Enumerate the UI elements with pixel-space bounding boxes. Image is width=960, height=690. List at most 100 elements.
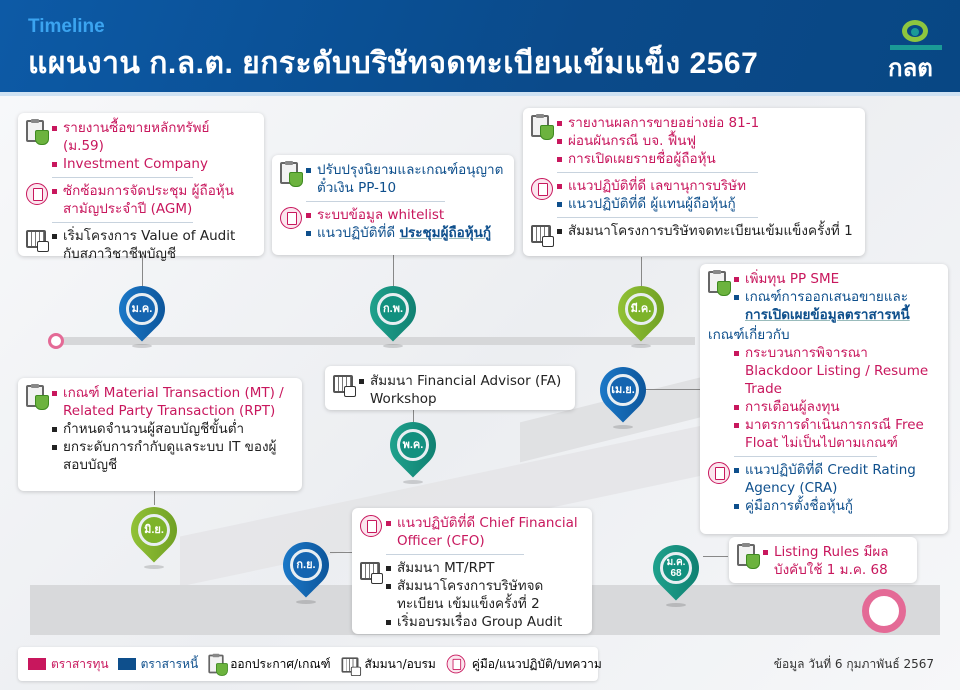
- item: แนวปฏิบัติที่ดี ผู้แทนผู้ถือหุ้นกู้: [557, 195, 855, 213]
- legend-label: ออกประกาศ/เกณฑ์: [230, 656, 331, 671]
- divider: [52, 222, 194, 223]
- item: กำหนดจำนวนผู้สอบบัญชีขั้นต่ำ: [52, 420, 292, 438]
- source-note: ข้อมูล วันที่ 6 กุมภาพันธ์ 2567: [773, 657, 934, 671]
- sec-logo: กลต: [886, 18, 946, 82]
- item: แนวปฏิบัติที่ดี ประชุมผู้ถือหุ้นกู้: [306, 224, 504, 242]
- pin-label: ม.ค.: [126, 293, 158, 325]
- divider: [306, 201, 445, 202]
- card-sep: แนวปฏิบัติที่ดี Chief Financial Officer …: [352, 508, 592, 634]
- clipboard-icon: [708, 270, 731, 296]
- logo-text: กลต: [888, 55, 933, 82]
- calendar-icon: [531, 225, 554, 247]
- card-may: สัมมนา Financial Advisor (FA) Workshop: [325, 366, 575, 410]
- connector-jun: [154, 491, 155, 505]
- item: คู่มือการตั้งชื่อหุ้นกู้: [734, 497, 938, 515]
- item: ผ่อนผันกรณี บจ. ฟื้นฟู: [557, 132, 855, 150]
- item: การเปิดเผยรายชื่อผู้ถือหุ้น: [557, 150, 855, 168]
- swatch-pink: [28, 658, 46, 670]
- card-mar: รายงานผลการขายอย่างย่อ 81-1 ผ่อนผันกรณี …: [523, 108, 865, 256]
- page-title: แผนงาน ก.ล.ต. ยกระดับบริษัทจดทะเบียนเข้ม…: [28, 47, 759, 80]
- pin-shadow: [666, 603, 686, 607]
- pin-sep[interactable]: ก.ย.: [273, 532, 339, 604]
- document-icon: [446, 654, 466, 674]
- pin-shadow: [296, 600, 316, 604]
- item: สัมมนา MT/RPT: [386, 559, 582, 577]
- divider: [734, 456, 877, 457]
- document-icon: [360, 515, 382, 537]
- logo-dot-icon: [911, 28, 919, 36]
- pin-mar[interactable]: มี.ค.: [608, 276, 674, 348]
- card-jan68: Listing Rules มีผลบังคับใช้ 1 ม.ค. 68: [729, 537, 917, 583]
- connector-feb: [393, 254, 394, 286]
- item: กระบวนการพิจารณา Blackdoor Listing / Res…: [734, 344, 938, 398]
- item: Investment Company: [52, 155, 254, 173]
- divider: [557, 217, 758, 218]
- pin-jun[interactable]: มิ.ย.: [121, 497, 187, 569]
- connector-apr: [642, 389, 700, 390]
- item: ยกระดับการกำกับดูแลระบบ IT ของผู้สอบบัญช…: [52, 438, 292, 474]
- item-text: เกณฑ์การออกเสนอขายและ: [745, 289, 909, 305]
- clipboard-icon: [208, 653, 229, 676]
- clipboard-icon: [531, 114, 554, 140]
- card-apr: เพิ่มทุน PP SME เกณฑ์การออกเสนอขายและการ…: [700, 264, 948, 534]
- legend-label: ตราสารทุน: [51, 656, 109, 671]
- item: ซักซ้อมการจัดประชุม ผู้ถือหุ้นสามัญประจำ…: [52, 182, 254, 218]
- item: สัมมนาโครงการบริษัทจดทะเบียน เข้มแข็งครั…: [386, 577, 582, 613]
- legend-equity: ตราสารทุน: [28, 655, 109, 674]
- item-prefix: แนวปฏิบัติที่ดี: [317, 225, 400, 241]
- pin-shadow: [132, 344, 152, 348]
- pin-label: มิ.ย.: [138, 514, 170, 546]
- document-icon: [280, 207, 302, 229]
- pin-jan68[interactable]: ม.ค. 68: [643, 535, 709, 607]
- item: Listing Rules มีผลบังคับใช้ 1 ม.ค. 68: [763, 543, 907, 579]
- item: แนวปฏิบัติที่ดี เลขานุการบริษัท: [557, 177, 855, 195]
- connector-jan68: [703, 556, 728, 557]
- divider: [557, 172, 758, 173]
- pin-label: มี.ค.: [625, 293, 657, 325]
- pin-shadow: [403, 480, 423, 484]
- pin-feb[interactable]: ก.พ.: [360, 276, 426, 348]
- pin-shadow: [613, 425, 633, 429]
- pin-may[interactable]: พ.ค.: [380, 412, 446, 484]
- item: การเตือนผู้ลงทุน: [734, 398, 938, 416]
- pin-shadow: [144, 565, 164, 569]
- item: เริ่มโครงการ Value of Audit กับสภาวิชาชี…: [52, 227, 254, 263]
- clipboard-icon: [26, 119, 49, 145]
- pin-label: ม.ค. 68: [660, 552, 692, 584]
- item: สัมมนา Financial Advisor (FA) Workshop: [359, 372, 565, 408]
- legend-seminar: สัมมนา/อบรม: [340, 654, 436, 677]
- legend-regulation: ออกประกาศ/เกณฑ์: [207, 653, 331, 676]
- item: แนวปฏิบัติที่ดี Credit Rating Agency (CR…: [734, 461, 938, 497]
- start-marker: [48, 333, 64, 349]
- item: มาตรการดำเนินการกรณี Free Float ไม่เป็นไ…: [734, 416, 938, 452]
- pin-label: ก.พ.: [377, 293, 409, 325]
- document-icon: [708, 462, 730, 484]
- item: รายงานซื้อขายหลักทรัพย์ (ม.59): [52, 119, 254, 155]
- item: เกณฑ์การออกเสนอขายและการเปิดเผยข้อมูลตรา…: [734, 288, 938, 324]
- connector-sep: [330, 552, 352, 553]
- card-jan: รายงานซื้อขายหลักทรัพย์ (ม.59) Investmen…: [18, 113, 264, 262]
- pin-apr[interactable]: เม.ย.: [590, 357, 656, 429]
- clipboard-icon: [26, 384, 49, 410]
- clipboard-icon: [280, 161, 303, 187]
- document-icon: [531, 178, 553, 200]
- pin-jan[interactable]: ม.ค.: [109, 276, 175, 348]
- item-bold: การเปิดเผยข้อมูลตราสารหนี้: [745, 307, 910, 323]
- pin-label: ก.ย.: [290, 549, 322, 581]
- pin-shadow: [383, 344, 403, 348]
- item: เพิ่มทุน PP SME: [734, 270, 938, 288]
- calendar-icon: [26, 230, 49, 252]
- calendar-icon: [341, 657, 361, 677]
- item: สัมมนาโครงการบริษัทจดทะเบียนเข้มแข็งครั้…: [557, 222, 855, 240]
- card-jun: เกณฑ์ Material Transaction (MT) / Relate…: [18, 378, 302, 491]
- item: ปรับปรุงนิยามและเกณฑ์อนุญาต ตั๋วเงิน PP-…: [306, 161, 504, 197]
- item: แนวปฏิบัติที่ดี Chief Financial Officer …: [386, 514, 582, 550]
- connector-mar: [641, 257, 642, 287]
- divider: [386, 554, 524, 555]
- pin-label: เม.ย.: [607, 374, 639, 406]
- header-subtitle: Timeline: [28, 16, 105, 37]
- item: เกณฑ์ Material Transaction (MT) / Relate…: [52, 384, 292, 420]
- item: รายงานผลการขายอย่างย่อ 81-1: [557, 114, 855, 132]
- pin-label: พ.ค.: [397, 429, 429, 461]
- document-icon: [26, 183, 48, 205]
